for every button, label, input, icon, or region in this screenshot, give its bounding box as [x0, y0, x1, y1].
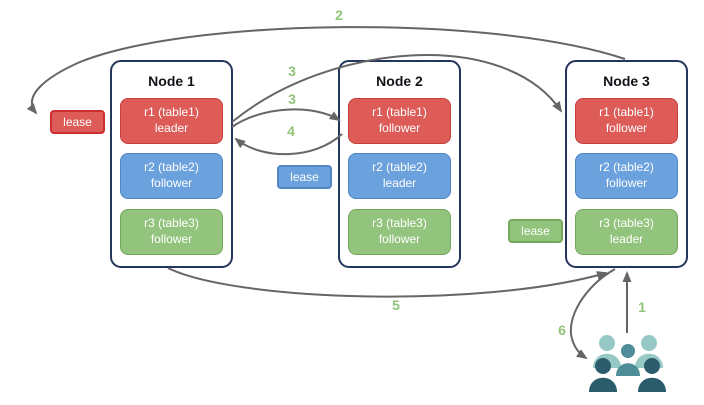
arrow-step-5 — [167, 267, 608, 298]
node-3: Node 3 r1 (table1) follower r2 (table2) … — [565, 60, 688, 268]
node-3-replica-r3: r3 (table3) leader — [575, 209, 678, 255]
node-1-replica-r1: r1 (table1) leader — [120, 98, 223, 144]
arrow-step-3-short — [231, 108, 341, 128]
node-2-replica-r1: r1 (table1) follower — [348, 98, 451, 144]
step-label-1: 1 — [638, 299, 646, 315]
step-label-5: 5 — [392, 297, 400, 313]
node-1-replica-r3: r3 (table3) follower — [120, 209, 223, 255]
replica-label: r3 (table3) — [372, 216, 427, 231]
users-group-icon — [589, 335, 666, 392]
node-3-title: Node 3 — [603, 73, 650, 89]
step-label-3a: 3 — [288, 63, 296, 79]
replica-role: leader — [154, 121, 189, 135]
replica-label: r2 (table2) — [599, 160, 654, 175]
replica-role: leader — [609, 232, 644, 246]
replica-role: leader — [382, 176, 417, 190]
replica-label: r3 (table3) — [599, 216, 654, 231]
step-label-6: 6 — [558, 322, 566, 338]
lease-tag-blue: lease — [277, 165, 332, 189]
replica-label: r3 (table3) — [144, 216, 199, 231]
replica-role: follower — [605, 176, 648, 190]
lease-tag-red: lease — [50, 110, 105, 134]
node-3-replica-r1: r1 (table1) follower — [575, 98, 678, 144]
node-2-title: Node 2 — [376, 73, 423, 89]
replica-role: follower — [378, 121, 421, 135]
replica-role: follower — [150, 232, 193, 246]
replica-label: r2 (table2) — [144, 160, 199, 175]
node-1-title: Node 1 — [148, 73, 195, 89]
replica-role: follower — [378, 232, 421, 246]
node-1-replica-r2: r2 (table2) follower — [120, 153, 223, 199]
node-2: Node 2 r1 (table1) follower r2 (table2) … — [338, 60, 461, 268]
step-label-2: 2 — [335, 7, 343, 23]
lease-tag-green: lease — [508, 219, 563, 243]
node-3-replica-r2: r2 (table2) follower — [575, 153, 678, 199]
node-1: Node 1 r1 (table1) leader r2 (table2) fo… — [110, 60, 233, 268]
node-2-replica-r2: r2 (table2) leader — [348, 153, 451, 199]
replica-label: r1 (table1) — [599, 105, 654, 120]
node-2-replica-r3: r3 (table3) follower — [348, 209, 451, 255]
replica-role: follower — [150, 176, 193, 190]
replica-role: follower — [605, 121, 648, 135]
replica-label: r1 (table1) — [144, 105, 199, 120]
step-label-3b: 3 — [288, 91, 296, 107]
replica-label: r2 (table2) — [372, 160, 427, 175]
step-label-4: 4 — [287, 123, 295, 139]
replica-label: r1 (table1) — [372, 105, 427, 120]
